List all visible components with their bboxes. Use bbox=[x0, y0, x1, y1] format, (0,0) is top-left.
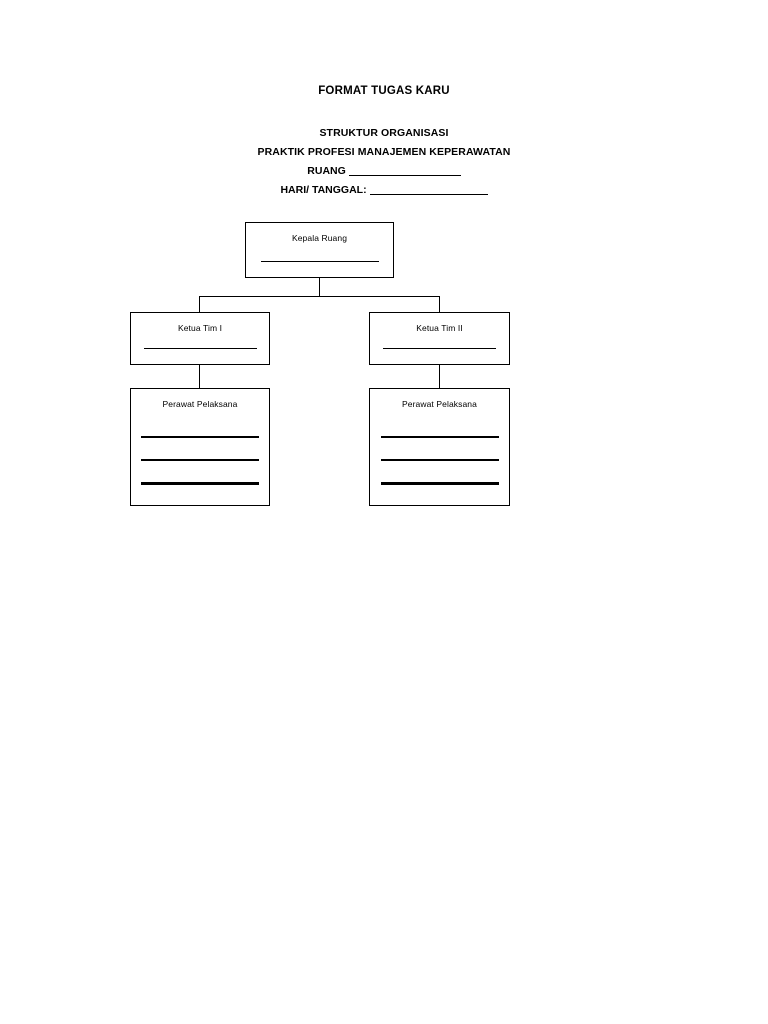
page-title: FORMAT TUGAS KARU bbox=[318, 85, 450, 97]
connector-kepala-down bbox=[319, 278, 321, 297]
node-perawat-pelaksana-2[interactable]: Perawat Pelaksana bbox=[369, 388, 510, 506]
node-perawat-pelaksana-2-blank-line-3[interactable] bbox=[380, 482, 499, 485]
connector-drop-ketua-tim-2 bbox=[439, 296, 441, 312]
node-kepala-ruang-label: Kepala Ruang bbox=[291, 233, 348, 243]
field-hari-tanggal: HARI/ TANGGAL: bbox=[0, 181, 768, 200]
node-ketua-tim-2-label: Ketua Tim II bbox=[416, 323, 463, 333]
node-perawat-pelaksana-2-blank-line-2[interactable] bbox=[380, 459, 499, 462]
connector-ketua-tim-2-to-perawat bbox=[439, 365, 441, 388]
node-perawat-pelaksana-1-blank-line-2[interactable] bbox=[141, 459, 259, 462]
node-ketua-tim-1-label: Ketua Tim I bbox=[177, 323, 223, 333]
connector-ketua-tim-1-to-perawat bbox=[199, 365, 201, 388]
field-ruang: RUANG bbox=[0, 162, 768, 181]
node-kepala-ruang-blank-line-1[interactable] bbox=[260, 261, 379, 263]
node-perawat-pelaksana-2-blank-line-1[interactable] bbox=[380, 436, 499, 439]
field-hari-tanggal-input[interactable] bbox=[369, 194, 488, 195]
subtitle-line-2: PRAKTIK PROFESI MANAJEMEN KEPERAWATAN bbox=[257, 146, 511, 158]
node-ketua-tim-1-blank-line-1[interactable] bbox=[143, 348, 257, 350]
document-heading: FORMAT TUGAS KARU STRUKTUR ORGANISASI PR… bbox=[0, 84, 768, 200]
node-perawat-pelaksana-1-label: Perawat Pelaksana bbox=[162, 399, 238, 409]
connector-horizontal-bus bbox=[199, 296, 440, 298]
node-perawat-pelaksana-2-label: Perawat Pelaksana bbox=[402, 399, 477, 409]
field-ruang-label: RUANG bbox=[307, 165, 346, 177]
node-perawat-pelaksana-1-blank-line-3[interactable] bbox=[141, 482, 259, 485]
node-ketua-tim-1[interactable]: Ketua Tim I bbox=[130, 312, 270, 365]
node-kepala-ruang[interactable]: Kepala Ruang bbox=[245, 222, 394, 278]
subtitle-line-1: STRUKTUR ORGANISASI bbox=[319, 127, 449, 139]
node-perawat-pelaksana-1[interactable]: Perawat Pelaksana bbox=[130, 388, 270, 506]
field-ruang-input[interactable] bbox=[348, 175, 461, 176]
node-perawat-pelaksana-1-blank-line-1[interactable] bbox=[141, 436, 259, 439]
node-ketua-tim-2[interactable]: Ketua Tim II bbox=[369, 312, 510, 365]
node-ketua-tim-2-blank-line-1[interactable] bbox=[383, 348, 496, 350]
connector-drop-ketua-tim-1 bbox=[199, 296, 201, 312]
field-hari-tanggal-label: HARI/ TANGGAL: bbox=[280, 184, 367, 196]
